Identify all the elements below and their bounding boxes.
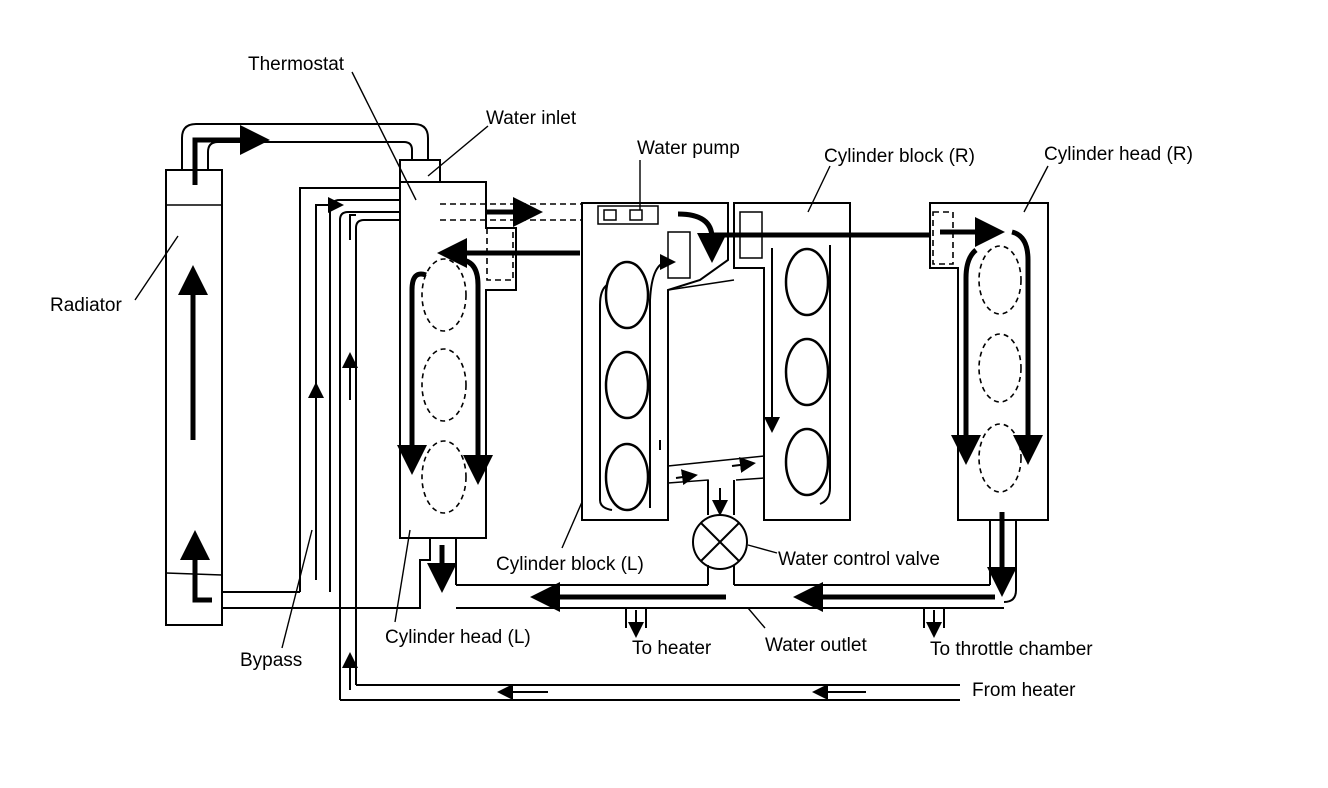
label-from-heater: From heater: [972, 680, 1076, 701]
water-control-valve: [692, 480, 748, 570]
throttle-chamber-tap: [923, 608, 945, 638]
label-bypass: Bypass: [240, 650, 302, 671]
label-thermostat: Thermostat: [248, 54, 345, 75]
leader-lines: [134, 71, 1049, 649]
inlet-passage: [440, 203, 598, 221]
cylinder-head-right: [929, 202, 1049, 603]
label-to-throttle-chamber: To throttle chamber: [930, 639, 1093, 660]
upper-radiator-hose: [181, 123, 429, 170]
label-water-pump: Water pump: [637, 138, 740, 159]
label-cylinder-head-l: Cylinder head (L): [385, 627, 531, 648]
cylinder-head-left: [397, 181, 580, 593]
label-cylinder-block-r: Cylinder block (R): [824, 146, 975, 167]
block-valley: [667, 279, 765, 500]
water-outlet-pipe: [456, 565, 1004, 612]
radiator: [165, 125, 270, 626]
label-cylinder-block-l: Cylinder block (L): [496, 554, 644, 575]
label-water-control-valve: Water control valve: [778, 549, 940, 570]
cylinder-block-right: [712, 202, 965, 521]
label-water-inlet: Water inlet: [486, 108, 577, 129]
lower-radiator-hose: [222, 590, 421, 609]
heater-return-tube: [339, 211, 960, 701]
label-radiator: Radiator: [50, 295, 122, 316]
label-to-heater: To heater: [632, 638, 712, 659]
cylinder-block-left: [581, 202, 729, 521]
bypass-tube: [299, 187, 400, 592]
label-cylinder-head-r: Cylinder head (R): [1044, 144, 1193, 165]
diagram-labels: Thermostat Water inlet Water pump Cylind…: [50, 54, 1193, 701]
heater-tap: [625, 608, 647, 638]
label-water-outlet: Water outlet: [765, 635, 867, 656]
